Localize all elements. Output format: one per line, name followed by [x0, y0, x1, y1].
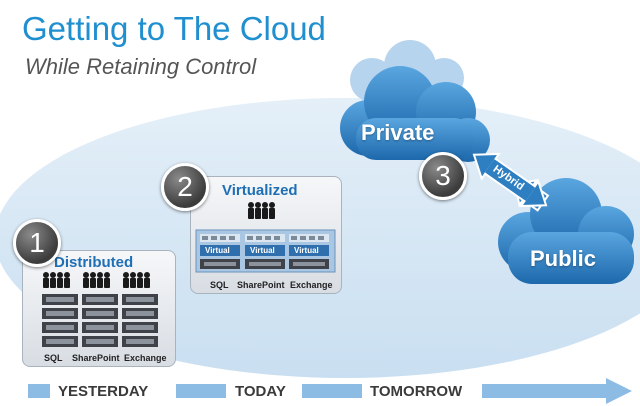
distributed-service-sql: SQL: [44, 353, 63, 363]
timeline-label-tomorrow: TOMORROW: [370, 383, 463, 400]
page-subtitle: While Retaining Control: [25, 54, 257, 79]
virtualized-title: Virtualized: [222, 182, 298, 199]
private-cloud-icon: [340, 40, 490, 162]
timeline-label-today: TODAY: [235, 383, 286, 400]
public-cloud-icon: [498, 178, 634, 284]
virtual-machine-icons: [200, 234, 240, 269]
distributed-service-exchange: Exchange: [124, 353, 167, 363]
step-3-badge: 3: [419, 152, 467, 200]
virtual-label-2: Virtual: [250, 246, 275, 255]
distributed-servers-graphic: [42, 272, 158, 347]
people-icon-group: [248, 202, 275, 219]
virtual-label-3: Virtual: [294, 246, 319, 255]
distributed-service-sharepoint: SharePoint: [72, 353, 120, 363]
step-1-badge: 1: [13, 219, 61, 267]
step-2-badge: 2: [161, 163, 209, 211]
page-title: Getting to The Cloud: [22, 10, 326, 47]
hybrid-link-arrow: [472, 152, 550, 212]
virtualized-service-sharepoint: SharePoint: [237, 280, 285, 290]
timeline-label-yesterday: YESTERDAY: [58, 383, 149, 400]
public-cloud-label: Public: [530, 246, 597, 271]
timeline-arrow: [28, 378, 632, 404]
distributed-title: Distributed: [54, 254, 134, 271]
virtualized-servers-graphic: [195, 202, 336, 273]
private-cloud-label: Private: [361, 120, 435, 145]
virtualized-service-sql: SQL: [210, 280, 229, 290]
people-icon-group: [43, 272, 150, 288]
server-rack-icons: [42, 294, 158, 347]
virtualized-service-exchange: Exchange: [290, 280, 333, 290]
virtual-label-1: Virtual: [205, 246, 230, 255]
